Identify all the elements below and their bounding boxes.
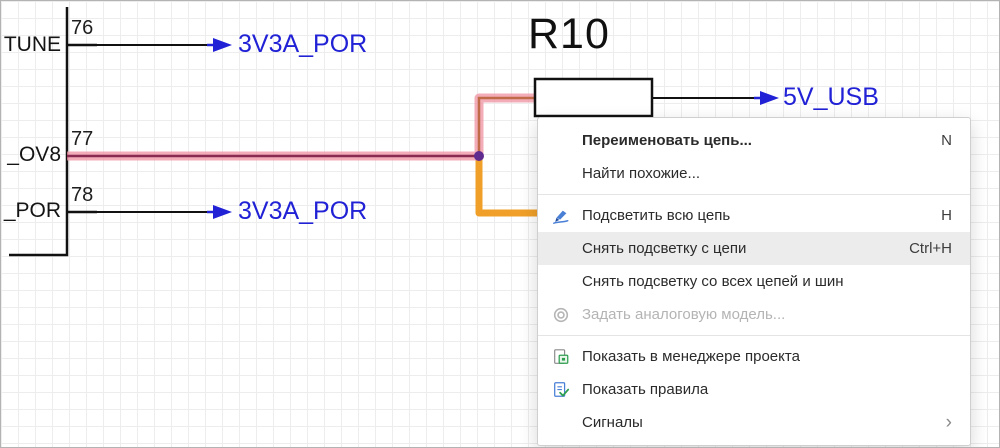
wire-to-resistor[interactable] <box>477 96 535 156</box>
net-label-3v3a-por-bottom[interactable]: 3V3A_POR <box>238 197 368 225</box>
blank-icon <box>548 413 574 433</box>
analog-model-icon <box>548 305 574 325</box>
net-label-5v-usb[interactable]: 5V_USB <box>783 83 879 111</box>
net-highlight-orange[interactable] <box>475 156 546 217</box>
menu-item-label: Показать в менеджере проекта <box>582 348 800 365</box>
net-label-3v3a-por-top[interactable]: 3V3A_POR <box>238 30 368 58</box>
menu-item-label: Показать правила <box>582 381 709 398</box>
net-arrow-5v-usb[interactable] <box>754 91 779 105</box>
menu-item-label: Переименовать цепь... <box>582 132 752 149</box>
net-context-menu: Переименовать цепь... N Найти похожие...… <box>537 117 971 446</box>
menu-item-set-analog-model: Задать аналоговую модель... <box>538 298 970 331</box>
menu-shortcut: H <box>941 207 952 224</box>
blank-icon <box>548 164 574 184</box>
menu-item-rename-net[interactable]: Переименовать цепь... N <box>538 124 970 157</box>
rules-icon <box>548 380 574 400</box>
blank-icon <box>548 239 574 259</box>
pin-name-por[interactable]: _POR <box>3 199 61 222</box>
pin-number-77[interactable]: 77 <box>71 128 94 150</box>
menu-item-find-similar[interactable]: Найти похожие... <box>538 157 970 190</box>
pin-name-tune[interactable]: TUNE <box>3 33 61 56</box>
menu-item-label: Задать аналоговую модель... <box>582 306 786 323</box>
blank-icon <box>548 272 574 292</box>
menu-item-label: Снять подсветку с цепи <box>582 240 747 257</box>
pin-number-78[interactable]: 78 <box>71 184 94 206</box>
menu-separator <box>538 194 970 195</box>
component-outline[interactable] <box>9 7 69 257</box>
menu-item-show-rules[interactable]: Показать правила <box>538 373 970 406</box>
net-arrow-pin78[interactable] <box>207 205 232 219</box>
resistor-body[interactable] <box>533 77 654 118</box>
net-highlight-pink[interactable] <box>67 93 535 161</box>
pin-name-ov8[interactable]: _OV8 <box>7 143 61 166</box>
highlighter-icon <box>548 206 574 226</box>
net-junction-dot[interactable] <box>474 151 484 161</box>
menu-item-show-in-project-manager[interactable]: Показать в менеджере проекта <box>538 340 970 373</box>
blank-icon <box>548 131 574 151</box>
menu-item-unhighlight-net[interactable]: Снять подсветку с цепи Ctrl+H <box>538 232 970 265</box>
menu-item-signals[interactable]: Сигналы › <box>538 406 970 439</box>
menu-item-label: Снять подсветку со всех цепей и шин <box>582 273 844 290</box>
menu-shortcut: N <box>941 132 952 149</box>
menu-item-highlight-net[interactable]: Подсветить всю цепь H <box>538 199 970 232</box>
menu-shortcut: Ctrl+H <box>909 240 952 257</box>
menu-separator <box>538 335 970 336</box>
submenu-chevron-icon: › <box>945 412 952 433</box>
resistor-refdes[interactable]: R10 <box>528 10 610 58</box>
menu-item-label: Сигналы <box>582 414 643 431</box>
menu-item-unhighlight-all[interactable]: Снять подсветку со всех цепей и шин <box>538 265 970 298</box>
pin-number-76[interactable]: 76 <box>71 17 94 39</box>
project-manager-icon <box>548 347 574 367</box>
menu-item-label: Найти похожие... <box>582 165 701 182</box>
menu-item-label: Подсветить всю цепь <box>582 207 731 224</box>
net-arrow-pin76[interactable] <box>207 38 232 52</box>
